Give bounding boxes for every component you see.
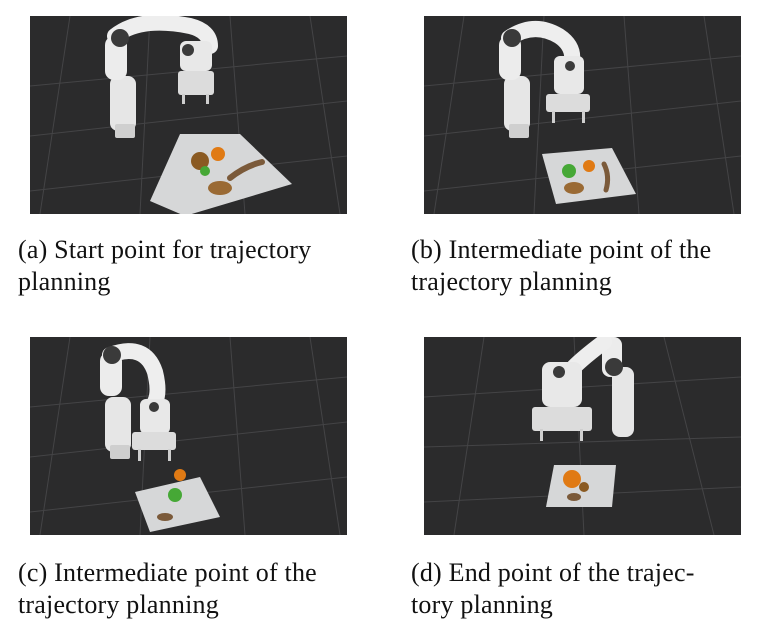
caption-line: tory planning (411, 590, 553, 619)
robot-scene-end (424, 337, 741, 535)
caption-line: (d) End point of the trajec- (411, 558, 695, 587)
panel-b-caption: (b) Intermediate point of the trajectory… (411, 234, 761, 298)
robot-scene-intermediate-2 (30, 337, 347, 535)
panel-c-image (30, 337, 347, 535)
panel-c-caption: (c) Intermediate point of the trajectory… (18, 557, 368, 621)
panel-a-image (30, 16, 347, 214)
panel-b-image (424, 16, 741, 214)
panel-d-caption: (d) End point of the trajec- tory planni… (411, 557, 761, 621)
panel-a-caption: (a) Start point for trajectory planning (18, 234, 368, 298)
caption-line: (b) Intermediate point of the (411, 235, 712, 264)
caption-line: (c) Intermediate point of the (18, 558, 317, 587)
robot-scene-start (30, 16, 347, 214)
caption-line: trajectory planning (411, 267, 612, 296)
caption-line: planning (18, 267, 111, 296)
panel-d-image (424, 337, 741, 535)
caption-line: (a) Start point for trajectory (18, 235, 312, 264)
robot-scene-intermediate-1 (424, 16, 741, 214)
caption-line: trajectory planning (18, 590, 219, 619)
